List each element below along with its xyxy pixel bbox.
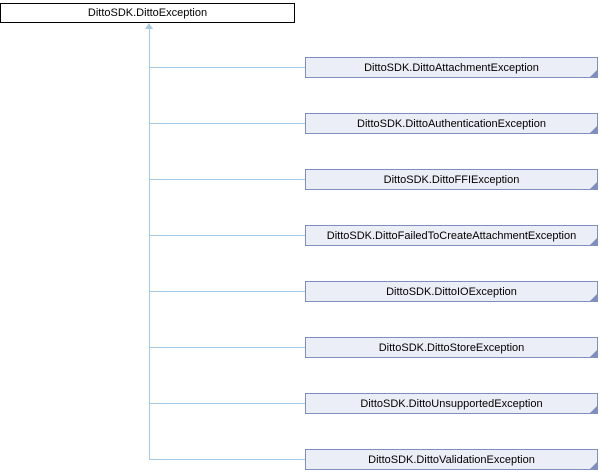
class-node-label: DittoSDK.DittoIOException <box>386 285 517 298</box>
folded-corner-icon <box>590 126 597 133</box>
class-node-ditto-failed-to-create-attachment-exception[interactable]: DittoSDK.DittoFailedToCreateAttachmentEx… <box>305 225 598 246</box>
class-node-label: DittoSDK.DittoUnsupportedException <box>360 397 543 410</box>
class-node-ditto-validation-exception[interactable]: DittoSDK.DittoValidationException <box>305 449 598 470</box>
class-node-parent: DittoSDK.DittoException <box>0 3 295 23</box>
class-node-label: DittoSDK.DittoStoreException <box>378 341 525 354</box>
folded-corner-icon <box>590 70 597 77</box>
class-node-ditto-store-exception[interactable]: DittoSDK.DittoStoreException <box>305 337 598 358</box>
class-node-label: DittoSDK.DittoFailedToCreateAttachmentEx… <box>326 229 577 242</box>
connector-branch-line <box>149 347 305 348</box>
folded-corner-icon <box>590 350 597 357</box>
class-node-ditto-io-exception[interactable]: DittoSDK.DittoIOException <box>305 281 598 302</box>
connector-branch-line <box>149 235 305 236</box>
connector-branch-line <box>149 179 305 180</box>
class-node-ditto-ffi-exception[interactable]: DittoSDK.DittoFFIException <box>305 169 598 190</box>
class-node-label: DittoSDK.DittoAttachmentException <box>364 61 539 74</box>
class-node-label: DittoSDK.DittoAuthenticationException <box>357 117 546 130</box>
class-node-ditto-attachment-exception[interactable]: DittoSDK.DittoAttachmentException <box>305 57 598 78</box>
connector-branch-line <box>149 459 305 460</box>
class-node-ditto-unsupported-exception[interactable]: DittoSDK.DittoUnsupportedException <box>305 393 598 414</box>
class-node-label: DittoSDK.DittoFFIException <box>383 173 520 186</box>
connector-branch-line <box>149 291 305 292</box>
class-node-label: DittoSDK.DittoValidationException <box>368 453 535 466</box>
class-node-parent-label: DittoSDK.DittoException <box>87 7 208 19</box>
connector-branch-line <box>149 123 305 124</box>
class-node-ditto-authentication-exception[interactable]: DittoSDK.DittoAuthenticationException <box>305 113 598 134</box>
connector-trunk-line <box>149 25 150 460</box>
connector-branch-line <box>149 67 305 68</box>
folded-corner-icon <box>590 294 597 301</box>
folded-corner-icon <box>590 462 597 469</box>
connector-branch-line <box>149 403 305 404</box>
folded-corner-icon <box>590 238 597 245</box>
folded-corner-icon <box>590 406 597 413</box>
folded-corner-icon <box>590 182 597 189</box>
